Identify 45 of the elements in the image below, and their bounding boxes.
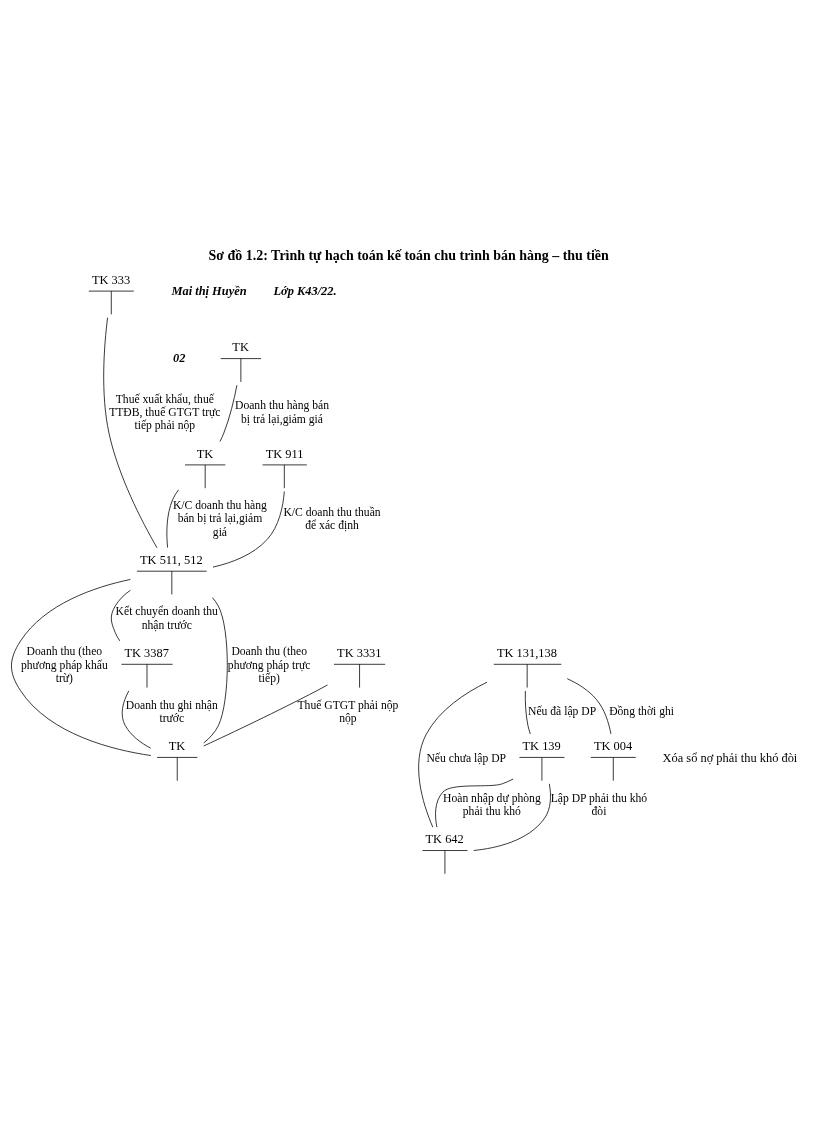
connector xyxy=(103,317,158,549)
connector xyxy=(524,690,531,735)
node-text: TK 642 xyxy=(425,832,464,847)
node-text: TK 139 xyxy=(522,739,561,754)
node-text: TK 911 xyxy=(265,446,304,461)
connector xyxy=(166,489,179,549)
edge-label: Thuế xuất khẩu, thuế TTĐB, thuế GTGT trực tiếp phải nộp xyxy=(109,392,221,433)
node-text: TK 004 xyxy=(593,739,633,754)
connector xyxy=(212,491,285,568)
connector xyxy=(219,384,238,442)
label: 02 xyxy=(172,351,186,366)
connector xyxy=(11,579,152,756)
node-text: TK xyxy=(196,446,214,461)
edge-label: Doanh thu ghi nhận trước xyxy=(125,698,218,725)
node-text: TK xyxy=(168,739,186,754)
label: Lớp K43/22. xyxy=(273,283,337,298)
node-text: TK 3387 xyxy=(124,646,169,661)
connector xyxy=(110,589,131,642)
connector xyxy=(566,678,612,735)
node-text: TK 131,138 xyxy=(496,646,557,661)
label: Mai thị Huyền xyxy=(171,283,247,298)
edge-label: Hoàn nhập dự phòng phải thu khó xyxy=(443,791,541,818)
connector xyxy=(121,690,152,749)
edge-label: K/C doanh thu hàng bán bị trả lại,giảm giá xyxy=(172,499,267,539)
edge-label: Doanh thu (theo phương pháp trực tiếp) xyxy=(227,645,311,685)
edge-label: Lập DP phải thu khó đòi xyxy=(550,791,648,818)
connector xyxy=(473,783,551,851)
edge-label: Nếu đã lập DP xyxy=(528,705,597,719)
edge-label: Doanh thu hàng bán bị trả lại,giảm giá xyxy=(235,399,329,426)
node-text: TK 511, 512 xyxy=(140,553,203,568)
node-text: TK 333 xyxy=(91,272,131,287)
diagram-title: Sơ đồ 1.2: Trình tự hạch toán kế toán chu trình bán hàng – thu tiền xyxy=(208,247,609,263)
node-text: TK xyxy=(232,340,249,355)
node-text: TK 3331 xyxy=(337,646,382,661)
edge-label: Thuế GTGT phải nộp nộp xyxy=(297,698,399,725)
connector xyxy=(203,684,328,747)
edge-label: K/C doanh thu thuần để xác định xyxy=(283,505,381,532)
label: Xóa sổ nợ phải thu khó đòi xyxy=(662,750,798,765)
connector xyxy=(435,778,514,828)
connector xyxy=(418,681,488,828)
connector xyxy=(203,597,228,744)
edge-label: Đồng thời ghi xyxy=(609,705,675,719)
edge-label: Nếu chưa lập DP xyxy=(426,751,507,765)
edge-label: Doanh thu (theo phương pháp khấu trừ) xyxy=(20,645,108,685)
edge-label: Kết chuyển doanh thu nhận trước xyxy=(115,605,218,632)
